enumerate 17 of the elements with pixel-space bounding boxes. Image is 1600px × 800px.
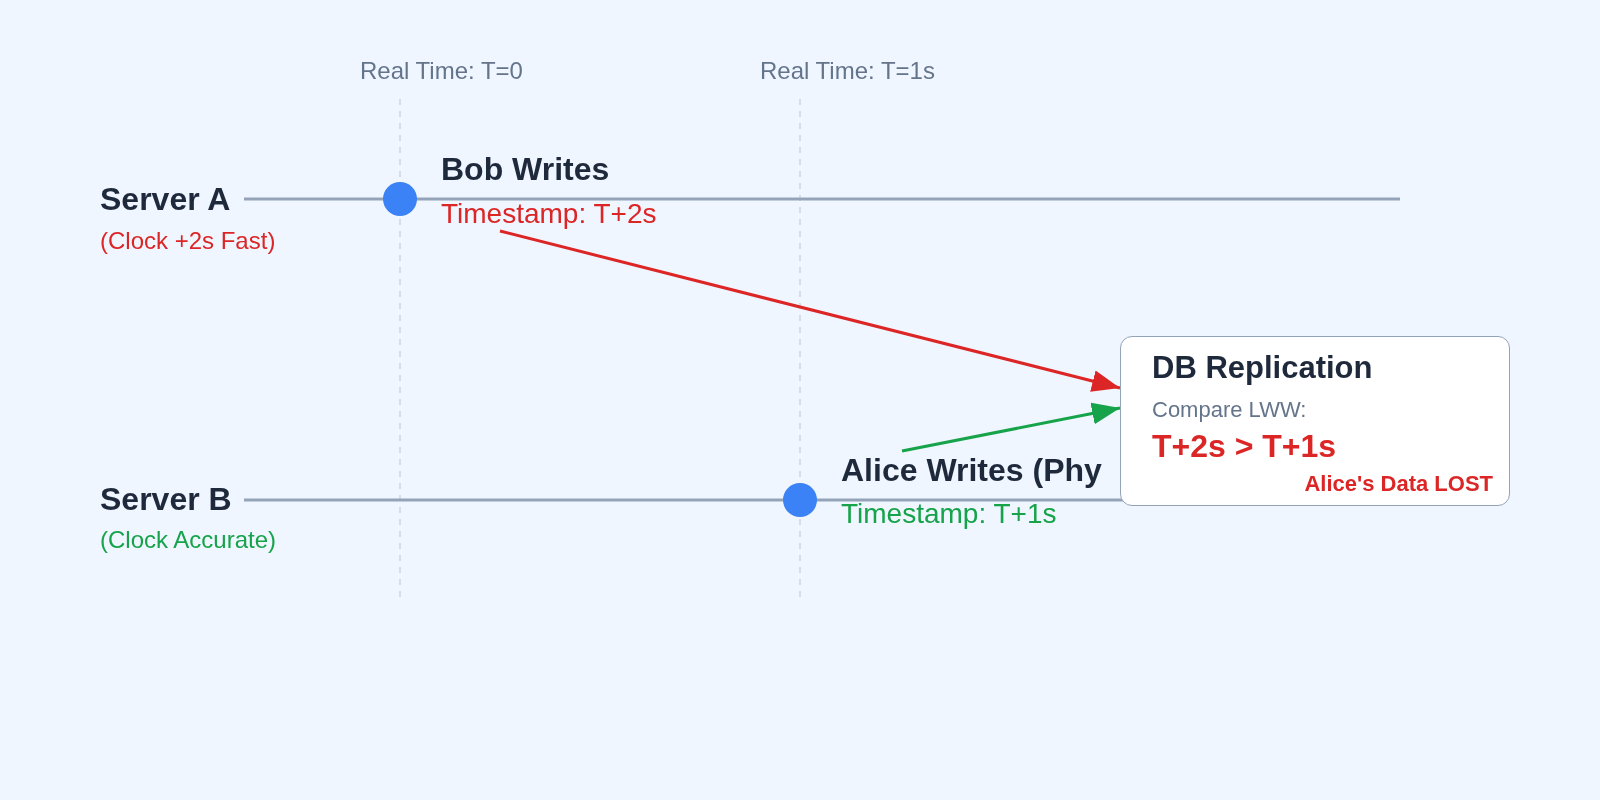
- box-title: DB Replication: [1152, 349, 1373, 387]
- time-label: Real Time: T=0: [360, 57, 523, 86]
- arrow: [901, 402, 1121, 453]
- server-label: Server B: [100, 480, 232, 519]
- timestamp-label: Timestamp: T+2s: [441, 197, 657, 231]
- arrow: [499, 229, 1121, 392]
- warning-label: Alice's Data LOST: [1304, 471, 1493, 498]
- clock-note: (Clock +2s Fast): [100, 227, 276, 256]
- time-label: Real Time: T=1s: [760, 57, 935, 86]
- event-title: Alice Writes (Phy: [841, 451, 1102, 490]
- info-box: [1120, 336, 1510, 506]
- server-label: Server A: [100, 180, 231, 219]
- timestamp-label: Timestamp: T+1s: [841, 497, 1057, 531]
- comparison-label: Compare LWW:: [1152, 397, 1307, 424]
- clock-note: (Clock Accurate): [100, 526, 277, 555]
- comparison-result: T+2s > T+1s: [1152, 427, 1337, 466]
- event-title: Bob Writes: [441, 150, 610, 189]
